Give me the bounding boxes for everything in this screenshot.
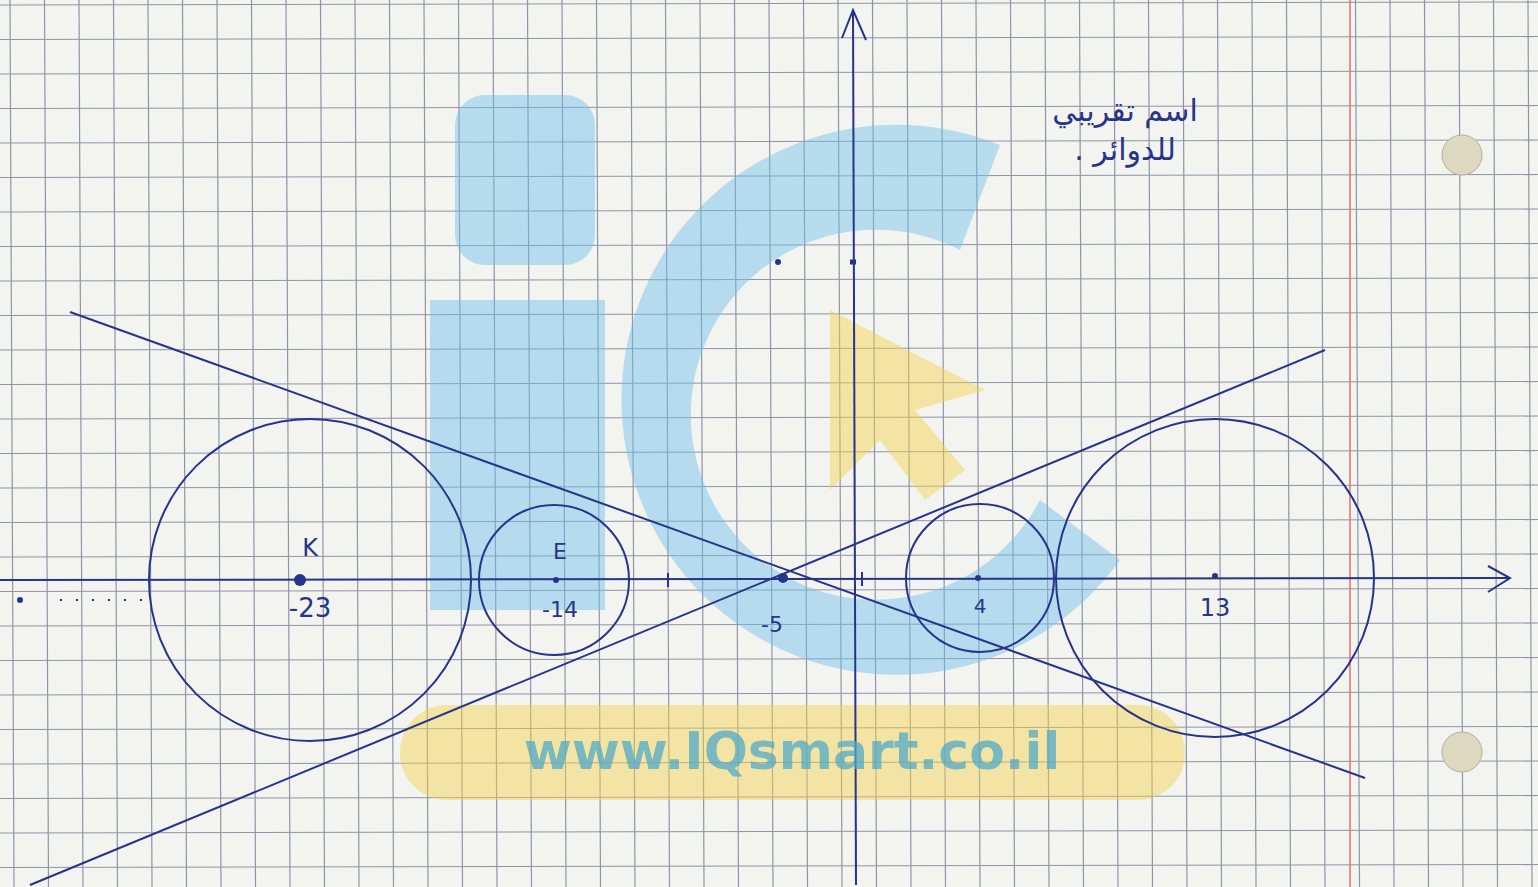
- circle: 4: [905, 503, 1055, 653]
- centre-dots: [294, 573, 1218, 586]
- circle-label: K: [302, 536, 318, 560]
- axes: [0, 10, 1510, 885]
- watermark-logo: [400, 95, 1185, 800]
- circle-label: -23: [289, 595, 331, 621]
- axis-number: -5: [761, 611, 783, 640]
- circle-label: E: [553, 541, 567, 563]
- circle-outline: [148, 418, 472, 742]
- circle: K -23: [148, 418, 472, 742]
- circle-label: 13: [1200, 596, 1231, 620]
- punch-hole: [1442, 135, 1482, 175]
- handwritten-note: اسم تقريبي للدوائر .: [1050, 91, 1200, 169]
- circle-outline: [905, 503, 1055, 653]
- dot: [775, 259, 781, 265]
- circle-label: -14: [542, 599, 578, 621]
- circle-outline: [478, 504, 630, 656]
- punch-hole: [1442, 732, 1482, 772]
- dotted-line: [60, 599, 150, 601]
- margin-line: [1349, 0, 1351, 887]
- watermark: www.IQsmart.co.il: [524, 718, 1061, 786]
- tangent-lines: [30, 312, 1365, 885]
- circle: E -14: [478, 504, 630, 656]
- circle-outline: [1055, 418, 1375, 738]
- intersection-point: [778, 573, 788, 583]
- circle: 13: [1055, 418, 1375, 738]
- circle-label: 4: [974, 596, 987, 616]
- dot: [17, 597, 23, 603]
